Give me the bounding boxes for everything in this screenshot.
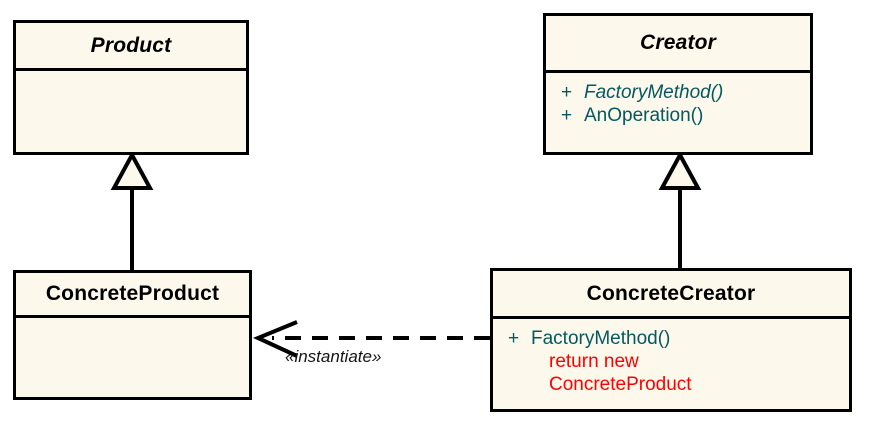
concretecreator-member-name-factorymethod: FactoryMethod(): [531, 328, 671, 349]
creator-divider: [546, 70, 810, 73]
creator-member-visibility: +: [561, 105, 573, 127]
concretecreator-member-row[interactable]: + FactoryMethod(): [493, 327, 849, 350]
creator-member-name-anoperation: AnOperation(): [584, 105, 704, 127]
class-box-creator[interactable]: Creator + FactoryMethod() + AnOperation(…: [543, 13, 813, 155]
concretecreator-name-compartment: ConcreteCreator: [493, 271, 849, 316]
generalization-concreteproduct-to-product: [110, 150, 154, 270]
product-name-compartment: Product: [16, 23, 246, 68]
concretecreator-member-visibility: +: [508, 328, 520, 349]
concretecreator-members-compartment: + FactoryMethod() return new ConcretePro…: [493, 319, 849, 409]
creator-member-row[interactable]: + AnOperation(): [546, 104, 810, 127]
concreteproduct-name-compartment: ConcreteProduct: [16, 273, 249, 315]
concreteproduct-members-compartment: [16, 318, 249, 397]
product-divider: [16, 68, 246, 71]
concretecreator-note-line-2: ConcreteProduct: [549, 374, 692, 396]
instantiate-stereotype-label: «instantiate»: [285, 347, 382, 366]
generalization-triangle-creator: [658, 150, 702, 190]
generalization-triangle-product: [110, 150, 154, 190]
creator-member-name-factorymethod: FactoryMethod(): [584, 82, 724, 103]
concreteproduct-class-name: ConcreteProduct: [45, 282, 220, 305]
creator-name-compartment: Creator: [546, 16, 810, 70]
product-class-name: Product: [90, 33, 172, 57]
class-box-product[interactable]: Product: [13, 20, 249, 155]
generalization-concretecreator-to-creator: [658, 150, 702, 268]
product-members-compartment: [16, 71, 246, 152]
concretecreator-note-line-1: return new: [549, 351, 639, 373]
class-box-concreteproduct[interactable]: ConcreteProduct: [13, 270, 252, 400]
class-box-concretecreator[interactable]: ConcreteCreator + FactoryMethod() return…: [490, 268, 852, 412]
concretecreator-divider: [493, 316, 849, 319]
creator-member-visibility: +: [561, 82, 573, 103]
concreteproduct-divider: [16, 315, 249, 318]
creator-members-compartment: + FactoryMethod() + AnOperation(): [546, 73, 810, 155]
creator-member-row[interactable]: + FactoryMethod(): [546, 81, 810, 104]
concretecreator-class-name: ConcreteCreator: [586, 281, 756, 305]
creator-class-name: Creator: [639, 31, 717, 54]
